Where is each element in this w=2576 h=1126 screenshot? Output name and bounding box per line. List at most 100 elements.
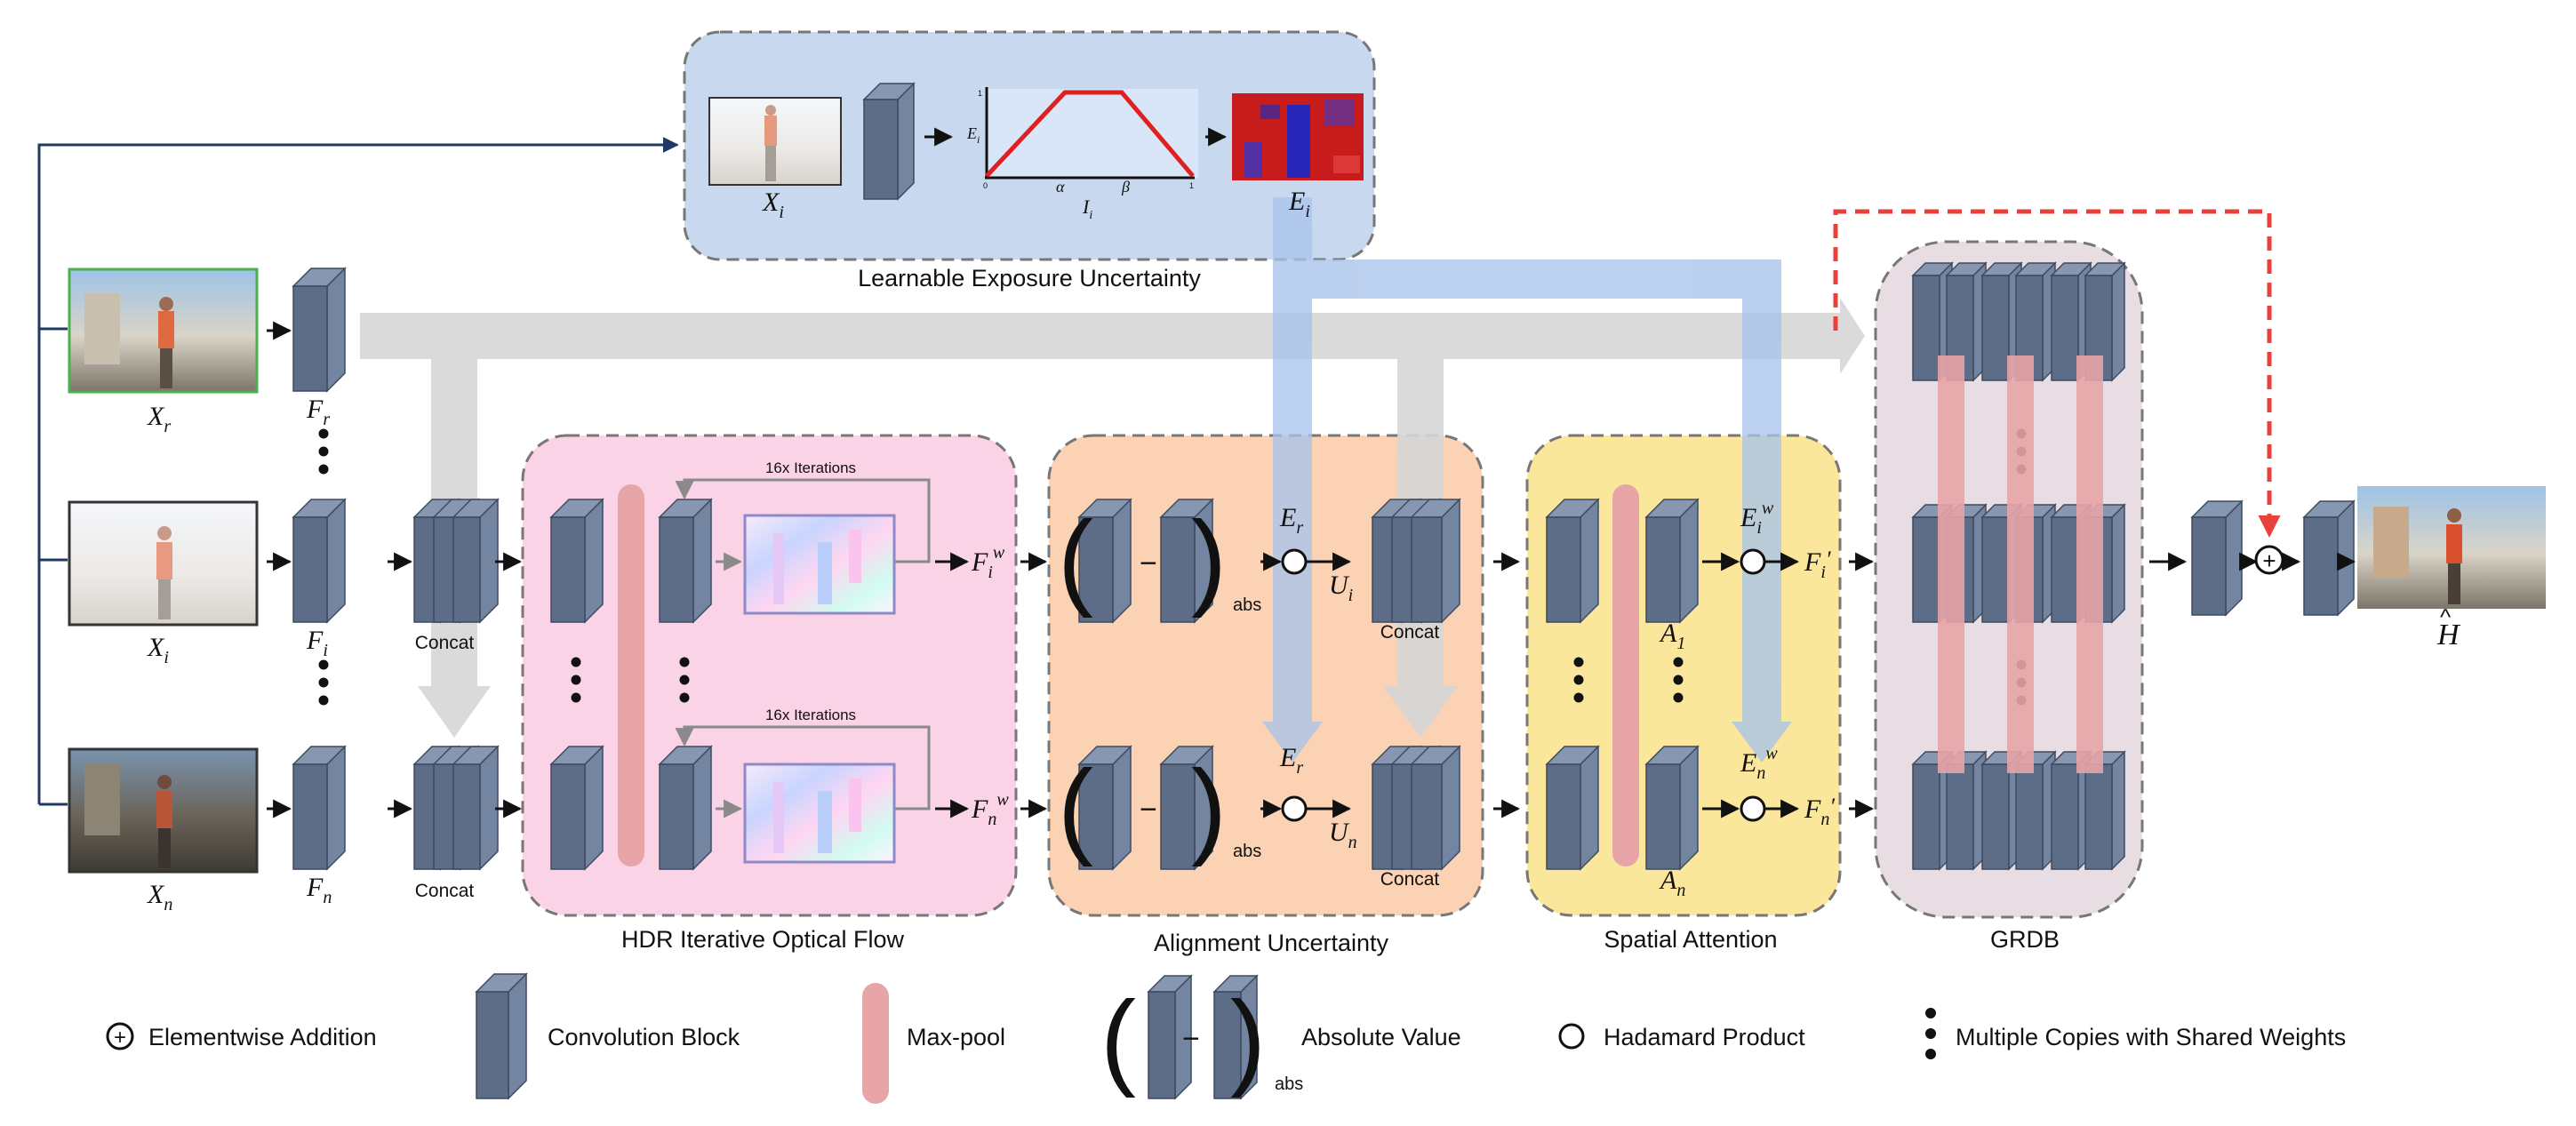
feature-block-fi: [292, 498, 347, 624]
optical-flow-image-top: [743, 514, 896, 615]
align-concat-bottom-3: [1410, 745, 1461, 871]
label-fr: Fr: [306, 395, 330, 429]
minus-sign-bottom: −: [1140, 793, 1157, 827]
abs-paren-left-top: (: [1058, 499, 1093, 619]
er-label-top: Er: [1279, 503, 1303, 538]
reference-skip-arrow: [360, 298, 1865, 738]
hadamard-node-attn-bottom: [1740, 795, 1766, 822]
convolution-blocks: [292, 82, 2356, 1100]
hadamard-node-attn-top: [1740, 548, 1766, 575]
legend-conv-icon: [475, 972, 528, 1100]
flow-output-top: Fiw: [971, 543, 1005, 582]
curve-x-label: Ii: [1082, 196, 1092, 222]
label-xi: Xi: [147, 633, 169, 667]
exposure-path: [1262, 197, 1792, 763]
attn-conv-right-bottom: [1644, 745, 1700, 871]
output-conv-2: [2302, 499, 2356, 617]
curve-alpha: α: [1056, 178, 1065, 196]
exposure-curve-plot: [985, 87, 1198, 180]
label-xr: Xr: [147, 402, 171, 436]
align-conv-b-bottom: [1159, 745, 1214, 871]
output-conv-1: [2190, 499, 2244, 617]
legend-abs-sub: abs: [1275, 1074, 1303, 1094]
f-prime-bottom: Fn′: [1804, 794, 1835, 829]
grdb-block-r1-c6: [2084, 261, 2126, 382]
attention-maxpool-bar: [1612, 484, 1639, 866]
flow-output-bottom: Fnw: [971, 790, 1009, 829]
copies-dots-features-1: [318, 428, 329, 475]
copies-dots-flow-right: [679, 657, 690, 703]
dashed-residual-arrow: [1833, 209, 2281, 538]
iterations-label-bottom: 16x Iterations: [765, 707, 856, 723]
attn-conv-left-bottom: [1545, 745, 1600, 871]
align-conv-a-bottom: [1077, 745, 1132, 871]
flow-iteration-loop-bottom: [675, 725, 931, 819]
attn-conv-left-top: [1545, 498, 1600, 624]
addition-plus: +: [2262, 547, 2276, 574]
legend-maxpool-text: Max-pool: [907, 1024, 1005, 1050]
legend-addition-plus: +: [114, 1026, 126, 1050]
legend-hadamard-text: Hadamard Product: [1604, 1024, 1805, 1050]
align-conv-b-top: [1159, 498, 1214, 624]
legend-addition-text: Elementwise Addition: [148, 1024, 377, 1050]
curve-y-label: Ei: [966, 124, 980, 146]
output-hdr-image: [2357, 486, 2546, 609]
attn-conv-right-top: [1644, 498, 1700, 624]
hadamard-node-align-bottom: [1281, 795, 1308, 822]
legend-copies-icon: [1925, 1008, 1936, 1059]
legend: + Elementwise Addition Convolution Block…: [106, 979, 2346, 1104]
abs-paren-right-top: ): [1191, 499, 1227, 619]
ew-label-bottom: Enw: [1740, 744, 1778, 783]
flow-conv-left-bottom: [549, 745, 604, 871]
a-label-top: A1: [1659, 619, 1685, 653]
exposure-output-label: Ei: [1288, 187, 1310, 221]
align-concat-top-3: [1410, 498, 1461, 624]
label-fi: Fi: [306, 626, 328, 660]
legend-addition-icon: [106, 1022, 134, 1050]
copies-dots-flow-left: [571, 657, 581, 703]
copies-dots-attn-right: [1673, 657, 1684, 703]
abs-sub-bottom: abs: [1233, 842, 1261, 861]
u-label-top: Ui: [1329, 571, 1353, 605]
input-image-xi: [68, 500, 259, 627]
legend-conv-text: Convolution Block: [548, 1024, 740, 1050]
label-fn: Fn: [306, 873, 332, 907]
hadamard-node-align-top: [1281, 548, 1308, 575]
concat-block-bottom-3: [452, 745, 500, 871]
legend-abs-text: Absolute Value: [1301, 1024, 1461, 1050]
curve-tick-y1: 1: [978, 89, 982, 98]
exposure-input-image: [708, 97, 842, 186]
curve-beta: β: [1121, 178, 1130, 196]
concat-label-bottom: Concat: [415, 881, 475, 901]
f-prime-top: Fi′: [1804, 547, 1831, 582]
exposure-module-title: Learnable Exposure Uncertainty: [858, 265, 1201, 291]
exposure-input-label: Xi: [762, 188, 784, 222]
output-label: H: [2436, 619, 2461, 651]
label-xn: Xn: [147, 880, 172, 914]
legend-hadamard-icon: [1558, 1023, 1585, 1050]
flow-conv-right-bottom: [658, 745, 713, 871]
grdb-module-title: GRDB: [1990, 926, 2060, 953]
concat-block-top-3: [452, 498, 500, 624]
legend-minus: −: [1182, 1022, 1200, 1056]
legend-abs-paren-left: (: [1100, 979, 1136, 1098]
flow-maxpool-bar: [618, 484, 644, 866]
exposure-conv-block: [862, 82, 916, 201]
er-label-bottom: Er: [1279, 743, 1303, 778]
curve-tick-1: 1: [1189, 181, 1194, 190]
alignment-module-title: Alignment Uncertainty: [1154, 930, 1389, 956]
feature-block-fn: [292, 745, 347, 871]
concat-label-top: Concat: [415, 633, 475, 653]
flow-conv-left-top: [549, 498, 604, 624]
abs-sub-top: abs: [1233, 595, 1261, 615]
abs-paren-right-bottom: ): [1191, 748, 1227, 867]
minus-sign-top: −: [1140, 547, 1157, 580]
input-image-xr: [68, 268, 259, 394]
grdb-block-r1-c5: [2050, 261, 2092, 382]
output-hat: ^: [2440, 603, 2452, 630]
optical-flow-image-bottom: [743, 763, 896, 864]
legend-copies-text: Multiple Copies with Shared Weights: [1956, 1024, 2346, 1050]
exposure-input-arrow: [37, 137, 679, 804]
flow-module-title: HDR Iterative Optical Flow: [621, 926, 905, 953]
